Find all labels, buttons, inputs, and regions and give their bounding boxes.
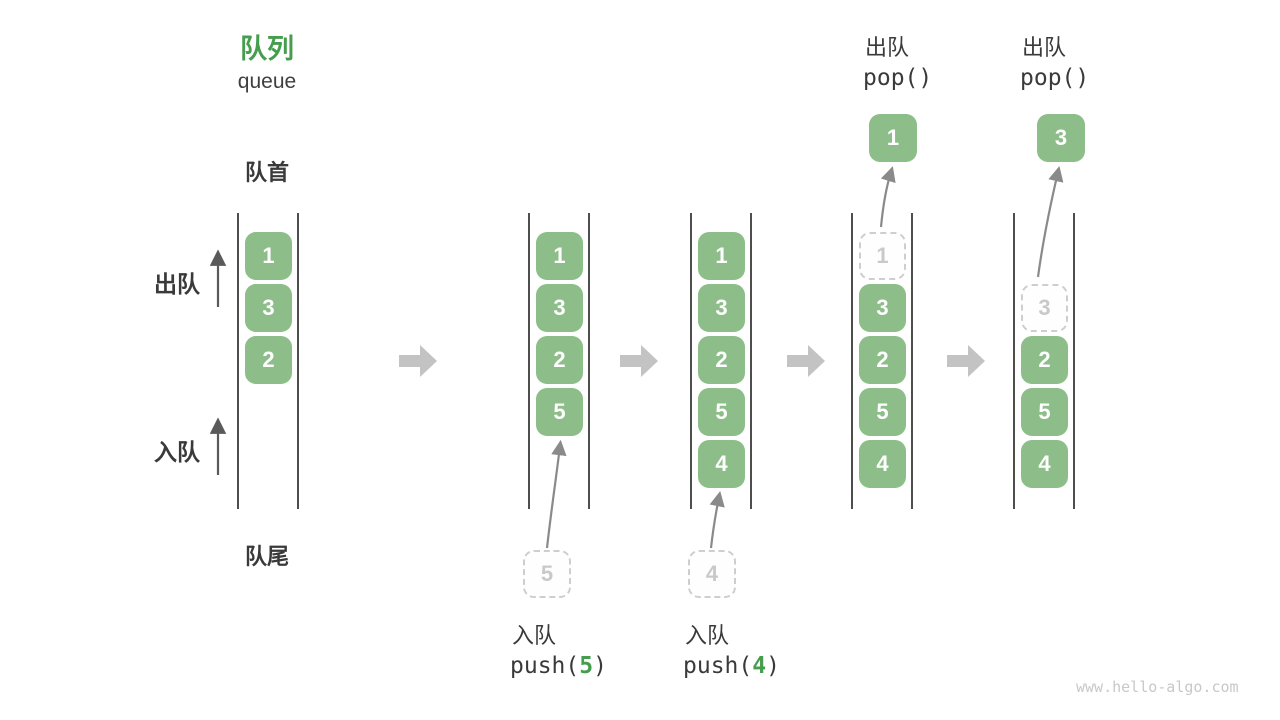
enqueue-code-text: push( — [510, 653, 580, 679]
queue-item: 2 — [698, 336, 745, 384]
queue-item: 4 — [1021, 440, 1068, 488]
incoming-item-ghost: 5 — [523, 550, 571, 598]
queue-item: 5 — [536, 388, 583, 436]
enqueue-arg: 4 — [752, 653, 767, 679]
queue-item: 3 — [859, 284, 906, 332]
arrow-head — [420, 345, 437, 377]
queue-item: 2 — [245, 336, 292, 384]
arrow-bar — [620, 355, 641, 367]
queue-item: 1 — [245, 232, 292, 280]
arrow-head — [808, 345, 825, 377]
queue-rear-label: 队尾 — [244, 544, 289, 569]
dequeue-op-label: 出队 — [865, 35, 910, 60]
queue-item: 2 — [859, 336, 906, 384]
queue-item: 5 — [859, 388, 906, 436]
diagram-subtitle: queue — [237, 70, 297, 93]
next-state-arrow-4 — [947, 345, 985, 377]
queue-item: 5 — [698, 388, 745, 436]
queue-item: 4 — [859, 440, 906, 488]
enqueue-op-code: push(5) — [510, 653, 607, 679]
dequeue-op-label: 出队 — [1022, 35, 1067, 60]
popped-item: 1 — [869, 114, 917, 162]
enqueue-direction-label: 入队 — [154, 439, 200, 465]
queue-item: 5 — [1021, 388, 1068, 436]
enqueue-op-label: 入队 — [512, 623, 557, 648]
queue-item: 2 — [536, 336, 583, 384]
diagram-title: 队列 — [240, 34, 294, 64]
arrow-bar — [947, 355, 968, 367]
arrow-head — [968, 345, 985, 377]
popped-item: 3 — [1037, 114, 1085, 162]
enqueue-arg: 5 — [579, 653, 594, 679]
queue-item: 3 — [536, 284, 583, 332]
enqueue-code-text: ) — [766, 653, 780, 679]
next-state-arrow-3 — [787, 345, 825, 377]
queue-item: 3 — [698, 284, 745, 332]
ghost-slot: 1 — [859, 232, 906, 280]
queue-front-label: 队首 — [244, 160, 289, 185]
site-watermark: www.hello-algo.com — [1076, 678, 1239, 696]
queue-item: 2 — [1021, 336, 1068, 384]
dequeue-op-code: pop() — [863, 65, 933, 91]
enqueue-code-text: push( — [683, 653, 753, 679]
queue-item: 3 — [245, 284, 292, 332]
enqueue-code-text: ) — [593, 653, 607, 679]
enqueue-op-label: 入队 — [685, 623, 730, 648]
dequeue-direction-label: 出队 — [154, 271, 200, 297]
dequeue-op-code: pop() — [1020, 65, 1090, 91]
queue-item: 1 — [536, 232, 583, 280]
enqueue-op-code: push(4) — [683, 653, 780, 679]
arrow-bar — [399, 355, 420, 367]
queue-item: 1 — [698, 232, 745, 280]
next-state-arrow-2 — [620, 345, 658, 377]
ghost-slot: 3 — [1021, 284, 1068, 332]
incoming-item-ghost: 4 — [688, 550, 736, 598]
queue-item: 4 — [698, 440, 745, 488]
arrow-bar — [787, 355, 808, 367]
next-state-arrow-1 — [399, 345, 437, 377]
arrow-head — [641, 345, 658, 377]
